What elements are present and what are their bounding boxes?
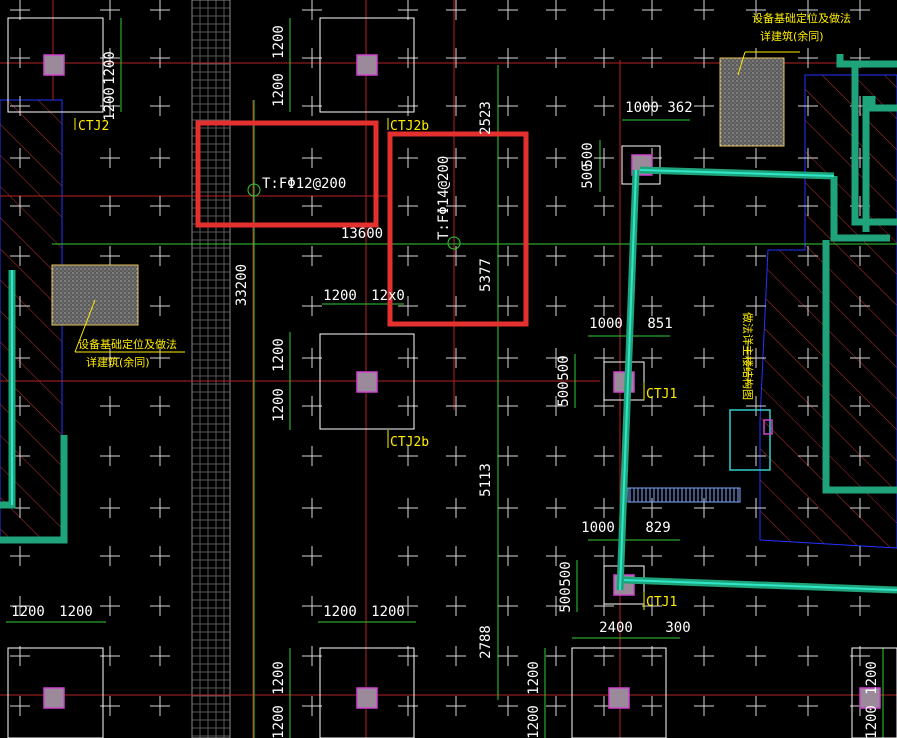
- dim-1200-f: 1200: [271, 338, 287, 372]
- column-a[interactable]: [43, 54, 65, 76]
- wall-right-inner[interactable]: [868, 96, 897, 112]
- dim-1200-q: 1200: [864, 705, 880, 738]
- dim-1200-g: 1200: [271, 388, 287, 422]
- dim-300: 300: [665, 620, 690, 636]
- dim-500-d: 500: [556, 381, 572, 406]
- footing-b[interactable]: [319, 17, 415, 113]
- wall-right-step[interactable]: [851, 64, 897, 226]
- dim-33200: 33200: [234, 264, 250, 306]
- dim-12x0: 12x0: [371, 288, 405, 304]
- dim-13600: 13600: [341, 226, 383, 242]
- dim-1200-b: 1200: [102, 87, 118, 121]
- dim-2400: 2400: [599, 620, 633, 636]
- footing-d[interactable]: [7, 647, 104, 738]
- label-ctj2: CTJ2: [78, 119, 109, 134]
- dim-851: 851: [647, 316, 672, 332]
- dim-1200-i: 1200: [59, 604, 93, 620]
- equip-note-b-line2: 详建筑(余同): [760, 29, 824, 43]
- dim-2523: 2523: [478, 101, 494, 135]
- dim-5113: 5113: [478, 463, 494, 497]
- footing-group: [7, 17, 897, 738]
- dim-2788: 2788: [478, 625, 494, 659]
- footing-e[interactable]: [319, 647, 415, 738]
- leader-lines: [74, 51, 800, 610]
- highlight-box-rebar-12[interactable]: [195, 120, 379, 228]
- footing-c[interactable]: [319, 333, 415, 430]
- footing-f[interactable]: [571, 647, 667, 738]
- dim-1200-a: 1200: [102, 51, 118, 85]
- column-j[interactable]: [859, 687, 881, 709]
- equipment-foundation-a[interactable]: [51, 264, 139, 326]
- rebar-marker-12: [247, 183, 261, 197]
- equip-note-b-line1: 设备基础定位及做法: [752, 11, 851, 25]
- dim-1200-e: 1200: [323, 288, 357, 304]
- label-ctj1-a: CTJ1: [646, 387, 677, 402]
- wall-mid-right[interactable]: [822, 240, 897, 494]
- equip-note-a-line1: 设备基础定位及做法: [78, 337, 177, 351]
- dim-500-a: 500: [580, 142, 596, 167]
- dim-829: 829: [645, 520, 670, 536]
- dim-1200-c: 1200: [271, 25, 287, 59]
- wall-left-lower[interactable]: [0, 435, 68, 544]
- dim-1000-c: 1000: [581, 520, 615, 536]
- dim-1000-a: 1000: [625, 100, 659, 116]
- dim-1200-d: 1200: [271, 73, 287, 107]
- drainage-grate: [191, 0, 231, 738]
- rebar-marker-14: [447, 236, 461, 250]
- footing-a[interactable]: [7, 17, 104, 113]
- dimension-texts: 1200 1200 1200 1200 2523 1000 362 500 50…: [11, 25, 880, 738]
- dim-1200-p: 1200: [864, 661, 880, 695]
- equipment-notes: 设备基础定位及做法 详建筑(余同) 设备基础定位及做法 详建筑(余同) 做法详主…: [78, 11, 851, 400]
- highlight-box-rebar-14[interactable]: [387, 131, 529, 327]
- footing-g[interactable]: [621, 145, 661, 185]
- dim-5377: 5377: [478, 258, 494, 292]
- column-d[interactable]: [43, 687, 65, 709]
- rebar-annotation-12: T:FΦ12@200: [262, 176, 346, 192]
- dim-362: 362: [667, 100, 692, 116]
- column-f[interactable]: [608, 687, 630, 709]
- equipment-foundation-b[interactable]: [719, 57, 785, 147]
- dim-1200-l: 1200: [271, 661, 287, 695]
- label-ctj2b-a: CTJ2b: [390, 119, 429, 134]
- wall-right-outer[interactable]: [836, 54, 897, 68]
- dim-500-f: 500: [558, 587, 574, 612]
- equip-note-a-line2: 详建筑(余同): [86, 355, 150, 369]
- vertical-note: 做法详主楼结构图: [741, 312, 755, 400]
- dim-500-c: 500: [556, 355, 572, 380]
- dim-500-b: 500: [580, 163, 596, 188]
- footing-j[interactable]: [851, 647, 897, 738]
- column-e[interactable]: [356, 687, 378, 709]
- wall-right-vertical[interactable]: [830, 176, 890, 242]
- column-c[interactable]: [356, 371, 378, 393]
- dim-1200-j: 1200: [323, 604, 357, 620]
- stair-block: [729, 409, 771, 471]
- column-b[interactable]: [356, 54, 378, 76]
- grid-crosses: [10, 0, 870, 716]
- footing-labels: CTJ2 CTJ2b CTJ2b CTJ1 CTJ1: [78, 119, 677, 610]
- walls-highlight: [11, 169, 897, 591]
- dim-1200-k: 1200: [371, 604, 405, 620]
- dim-1200-n: 1200: [526, 661, 542, 695]
- label-ctj2b-b: CTJ2b: [390, 435, 429, 450]
- dim-500-e: 500: [558, 561, 574, 586]
- dim-1200-o: 1200: [526, 705, 542, 738]
- rebar-annotation-14: T:FΦ14@200: [436, 156, 452, 240]
- dim-1200-h: 1200: [11, 604, 45, 620]
- label-ctj1-b: CTJ1: [646, 595, 677, 610]
- stair-marker: [763, 419, 773, 435]
- dim-1000-b: 1000: [589, 316, 623, 332]
- ramp-hatched: [627, 487, 741, 503]
- dim-1200-m: 1200: [271, 705, 287, 738]
